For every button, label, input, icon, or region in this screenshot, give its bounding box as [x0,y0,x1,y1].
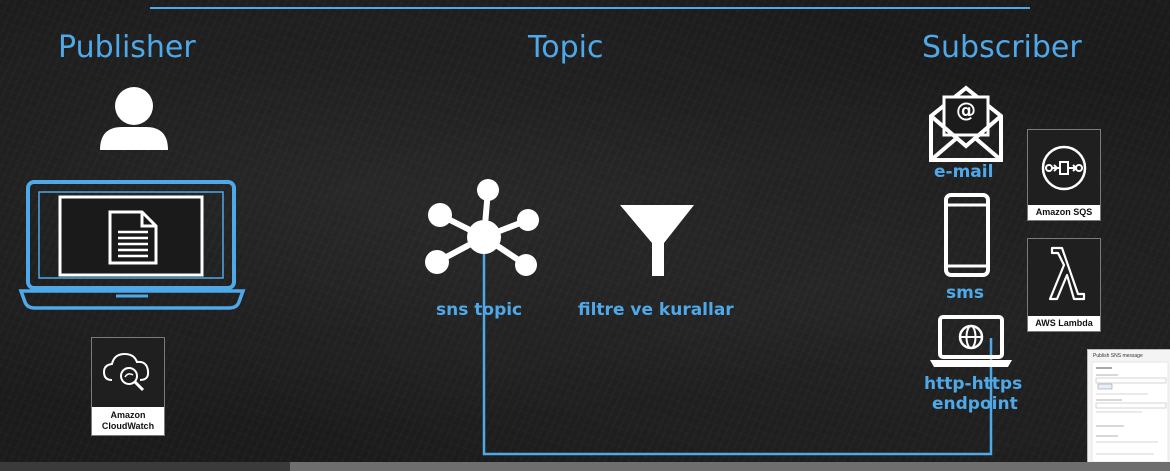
http-endpoint-label-line2: endpoint [932,394,1018,414]
person-icon [100,87,168,150]
heading-subscriber: Subscriber [922,30,1082,65]
publish-message-thumbnail: Publish SNS message [1087,349,1170,467]
sqs-icon [1041,145,1087,191]
heading-publisher: Publisher [58,30,196,65]
http-endpoint-label-line1: http-https [924,374,1023,394]
bottom-bar-progress [0,462,290,471]
amazon-cloudwatch-badge: Amazon CloudWatch [91,337,165,436]
heading-topic: Topic [528,30,604,65]
email-envelope-icon: @ [929,85,1003,162]
cloudwatch-icon [102,352,150,392]
thumbnail-title: Publish SNS message [1093,353,1143,359]
filter-funnel-icon [620,205,694,276]
sns-topic-hub-icon [425,179,539,276]
lambda-caption: AWS Lambda [1028,316,1100,331]
cloudwatch-caption-line1: Amazon [110,410,146,420]
bottom-bar [0,462,1170,471]
connector-line [482,240,993,456]
svg-text:@: @ [956,98,976,122]
sns-topic-label: sns topic [436,300,523,320]
thumbnail-form-graphic [1091,361,1169,463]
email-label: e-mail [934,162,994,182]
cloudwatch-caption-line2: CloudWatch [101,421,155,431]
filter-label: filtre ve kurallar [578,300,734,320]
amazon-sqs-badge: Amazon SQS [1027,129,1101,221]
lambda-icon [1048,246,1086,301]
aws-lambda-badge: AWS Lambda [1027,238,1101,332]
document-icon [108,210,158,265]
web-endpoint-laptop-icon [930,315,1012,367]
mobile-phone-icon [944,193,990,277]
top-rule [150,7,1030,9]
sqs-caption: Amazon SQS [1028,205,1100,220]
sms-label: sms [946,283,984,303]
